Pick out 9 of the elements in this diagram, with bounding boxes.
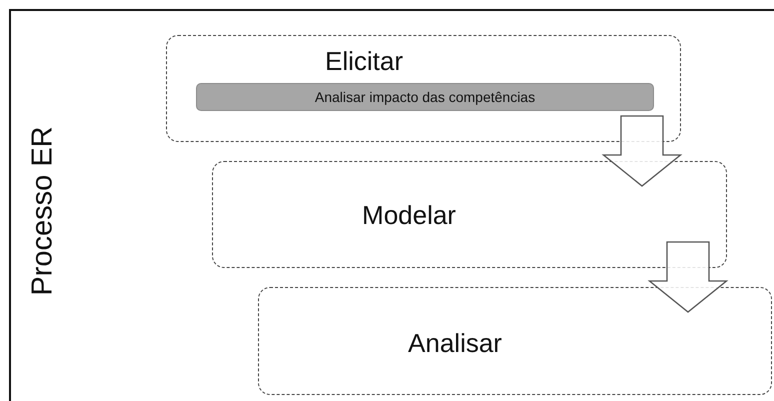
stage-title: Modelar <box>362 200 456 231</box>
stage-title: Analisar <box>408 328 502 359</box>
activity-bar <box>196 83 654 111</box>
stage-box <box>166 35 681 142</box>
block-arrow <box>602 115 682 187</box>
vertical-label: Processo ER <box>26 126 60 296</box>
block-arrow <box>648 241 728 313</box>
activity-text: Analisar impacto das competências <box>314 89 536 105</box>
stage-title: Elicitar <box>325 46 403 77</box>
